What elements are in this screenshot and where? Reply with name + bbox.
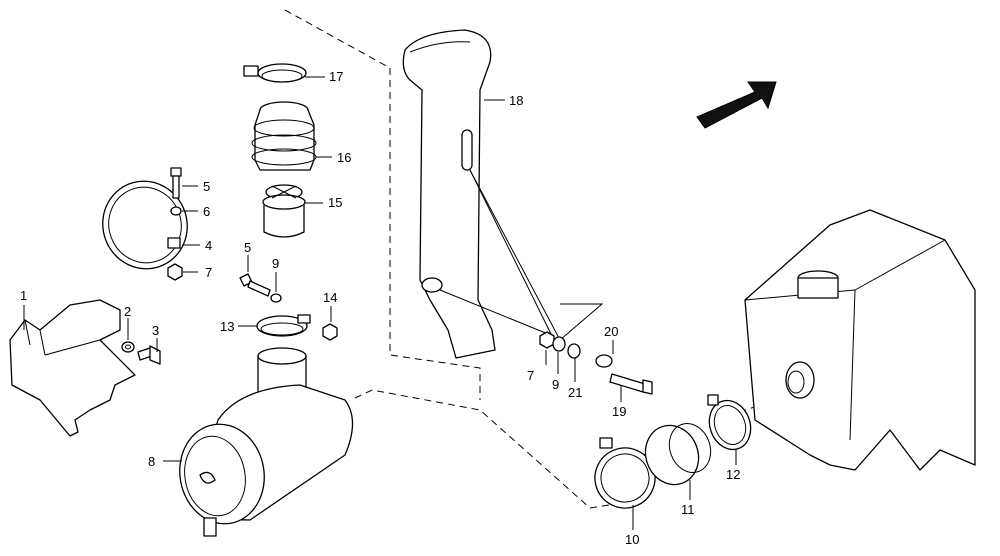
- washer-part-2: [121, 341, 135, 353]
- washer-part-9-right: [552, 336, 566, 352]
- label-10: 10: [625, 532, 639, 547]
- clamp-part-17: [243, 63, 307, 83]
- label-20: 20: [604, 324, 618, 339]
- nut-part-14: [322, 323, 338, 341]
- label-19: 19: [612, 404, 626, 419]
- air-cleaner-part-8: [179, 347, 354, 537]
- washer-part-9-left: [270, 293, 282, 303]
- direction-arrow-icon: [696, 81, 777, 129]
- label-11: 11: [681, 502, 695, 517]
- hose-part-11: [644, 423, 712, 486]
- label-7-right: 7: [527, 368, 534, 383]
- label-1: 1: [20, 288, 27, 303]
- leader-lines: [23, 76, 737, 530]
- label-2: 2: [124, 304, 131, 319]
- fitting-part-15: [262, 184, 306, 238]
- part-labels: 1 2 3 4 5 6 7 17 16 15 5 9 13 14 18 7 9 …: [20, 69, 740, 547]
- washer-part-21: [567, 343, 581, 359]
- clamp-band-part-4: [102, 180, 188, 270]
- label-4: 4: [205, 238, 212, 253]
- assembly-dashed-lines: [284, 9, 781, 509]
- label-9-left: 9: [272, 256, 279, 271]
- nut-part-7-right: [539, 331, 555, 349]
- label-5-mid: 5: [244, 240, 251, 255]
- label-21: 21: [568, 385, 582, 400]
- washer-part-6: [170, 206, 182, 216]
- label-6: 6: [203, 204, 210, 219]
- label-7-left: 7: [205, 265, 212, 280]
- label-12: 12: [726, 467, 740, 482]
- label-18: 18: [509, 93, 523, 108]
- washer-part-20: [595, 354, 613, 368]
- nut-part-7-left: [167, 263, 183, 281]
- clamp-part-12: [707, 394, 752, 451]
- label-16: 16: [337, 150, 351, 165]
- label-15: 15: [328, 195, 342, 210]
- bolt-part-5-top: [170, 167, 182, 199]
- bolt-part-19: [609, 373, 653, 395]
- label-13: 13: [220, 319, 234, 334]
- tank-housing: [744, 209, 976, 471]
- label-3: 3: [152, 323, 159, 338]
- bolt-part-5-mid: [239, 273, 271, 297]
- bracket-part-1: [9, 299, 136, 437]
- label-14: 14: [323, 290, 337, 305]
- intake-pipe-part-18: [402, 29, 604, 359]
- label-17: 17: [329, 69, 343, 84]
- label-9-right: 9: [552, 377, 559, 392]
- bellows-part-16: [251, 101, 317, 171]
- label-8: 8: [148, 454, 155, 469]
- label-5-top: 5: [203, 179, 210, 194]
- clamp-part-13: [256, 314, 311, 337]
